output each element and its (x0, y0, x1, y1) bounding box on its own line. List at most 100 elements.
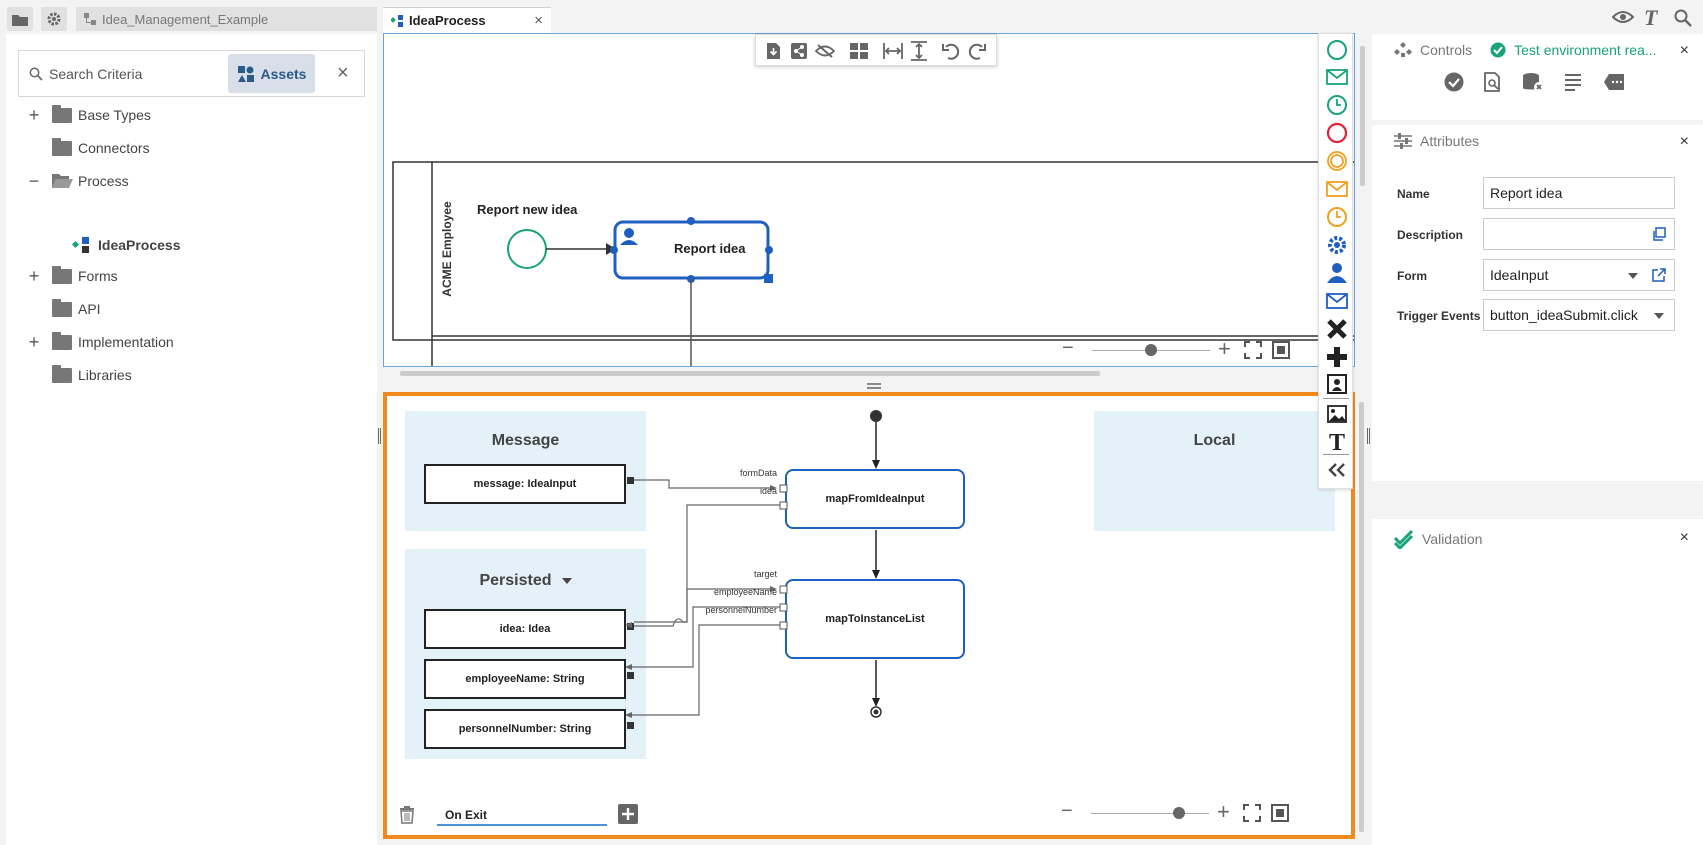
tag-icon[interactable] (1604, 74, 1624, 90)
persisted-header[interactable]: Persisted (405, 572, 646, 590)
process-canvas[interactable]: ACME Employee Report new idea Report ide… (383, 33, 1355, 367)
layout-button[interactable] (848, 41, 870, 61)
zoom-in-icon[interactable]: + (1217, 799, 1230, 824)
zoom-out-icon[interactable]: − (1061, 800, 1073, 822)
tree-item-ideaprocess[interactable]: IdeaProcess (72, 232, 181, 258)
start-event[interactable] (507, 229, 547, 269)
zoom-slider[interactable] (1145, 344, 1157, 356)
tab-on-exit[interactable]: On Exit (437, 802, 607, 826)
document-search-icon[interactable] (1484, 72, 1502, 92)
zoom-slider[interactable] (1173, 807, 1185, 819)
right-splitter-handle[interactable] (1367, 428, 1370, 444)
palette-message-intermediate[interactable] (1325, 177, 1349, 201)
search-icon[interactable] (1674, 9, 1692, 27)
tree-item-process[interactable]: − Process (24, 168, 129, 194)
palette-end-event[interactable] (1325, 121, 1349, 145)
text-style-icon[interactable]: T (1642, 6, 1662, 28)
download-button[interactable] (762, 41, 784, 61)
search-input[interactable] (49, 64, 224, 84)
envelope-icon (1326, 293, 1348, 309)
eye-icon[interactable] (1612, 10, 1634, 24)
map-from-idea-input-node[interactable]: mapFromIdeaInput (785, 469, 965, 529)
zoom-in-icon[interactable]: + (1218, 336, 1231, 361)
lane-icon (1327, 374, 1347, 394)
palette-timer-start[interactable] (1325, 93, 1349, 117)
palette-intermediate-event[interactable] (1325, 149, 1349, 173)
validate-icon[interactable] (1444, 72, 1464, 92)
message-item[interactable]: message: IdeaInput (424, 464, 626, 504)
palette-lane[interactable] (1325, 372, 1349, 396)
folder-button[interactable] (7, 7, 33, 31)
x-icon (1327, 319, 1347, 339)
form-select[interactable]: IdeaInput (1483, 259, 1675, 291)
tree-item-forms[interactable]: + Forms (24, 263, 118, 289)
palette-service-task[interactable] (1325, 233, 1349, 257)
palette-collapse[interactable] (1325, 458, 1349, 482)
list-icon[interactable] (1564, 73, 1582, 91)
task-label: Report idea (674, 241, 746, 256)
mapping-connections (625, 410, 882, 729)
redo-button[interactable] (966, 41, 988, 61)
palette-message-start[interactable] (1325, 65, 1349, 89)
expand-vertical-button[interactable] (908, 41, 930, 61)
tree-item-libraries[interactable]: Libraries (24, 362, 132, 388)
palette-exclusive-gateway[interactable] (1325, 317, 1349, 341)
palette-image[interactable] (1325, 402, 1349, 426)
tree-item-connectors[interactable]: Connectors (24, 135, 150, 161)
database-icon[interactable] (1522, 72, 1544, 92)
svg-text:T: T (1329, 430, 1345, 452)
fit-icon[interactable] (1243, 804, 1261, 822)
share-button[interactable] (788, 41, 810, 61)
folder-icon (52, 137, 72, 156)
map-to-instance-list-node[interactable]: mapToInstanceList (785, 579, 965, 659)
expand-horizontal-button[interactable] (882, 41, 904, 61)
data-mapping-canvas[interactable]: Message Persisted Local message: IdeaInp… (383, 392, 1355, 839)
palette-user-task[interactable] (1325, 261, 1349, 285)
tab-ideaprocess[interactable]: IdeaProcess × (383, 7, 551, 33)
fit-icon[interactable] (1244, 341, 1262, 359)
settings-button[interactable] (41, 7, 67, 31)
palette-send-task[interactable] (1325, 289, 1349, 313)
hide-button[interactable] (814, 41, 836, 61)
trigger-events-select[interactable]: button_ideaSubmit.click (1483, 299, 1675, 331)
element-palette: T (1318, 33, 1353, 489)
collapse-icon[interactable]: − (28, 170, 40, 191)
expand-icon[interactable]: + (28, 104, 40, 125)
horizontal-scrollbar[interactable] (400, 371, 1100, 376)
left-splitter-handle[interactable] (378, 428, 381, 444)
tree-item-implementation[interactable]: + Implementation (24, 329, 174, 355)
trash-icon[interactable] (399, 806, 415, 824)
persisted-title: Persisted (479, 572, 552, 589)
expand-icon[interactable]: + (28, 331, 40, 352)
tree-item-api[interactable]: API (24, 296, 101, 322)
zoom-out-icon[interactable]: − (1062, 337, 1074, 359)
palette-parallel-gateway[interactable] (1325, 345, 1349, 369)
undo-button[interactable] (940, 41, 962, 61)
description-field[interactable] (1483, 218, 1675, 250)
palette-timer-intermediate[interactable] (1325, 205, 1349, 229)
vertical-scrollbar[interactable] (1359, 402, 1364, 832)
palette-start-event[interactable] (1325, 38, 1349, 62)
close-attributes-icon[interactable]: × (1679, 133, 1689, 150)
assets-button[interactable]: Assets (228, 54, 315, 93)
persisted-item-employee-name[interactable]: employeeName: String (424, 659, 626, 699)
close-validation-icon[interactable]: × (1679, 529, 1689, 546)
trigger-events-label: Trigger Events (1397, 309, 1481, 323)
tree-item-base-types[interactable]: + Base Types (24, 102, 151, 128)
clear-search-icon[interactable]: × (337, 62, 349, 84)
external-link-icon[interactable] (1652, 268, 1666, 282)
persisted-item-idea[interactable]: idea: Idea (424, 609, 626, 649)
project-tab[interactable]: Idea_Management_Example (76, 7, 377, 31)
add-tab-icon[interactable] (618, 804, 638, 824)
expand-icon[interactable]: + (28, 265, 40, 286)
name-field[interactable]: Report idea (1483, 177, 1675, 209)
persisted-item-personnel-number[interactable]: personnelNumber: String (424, 709, 626, 749)
splitter-handle[interactable] (867, 383, 881, 389)
vertical-scrollbar[interactable] (1360, 46, 1365, 186)
close-controls-icon[interactable]: × (1679, 42, 1689, 59)
frame-icon[interactable] (1272, 341, 1290, 359)
close-tab-icon[interactable]: × (534, 12, 543, 29)
palette-text[interactable]: T (1325, 429, 1349, 453)
open-editor-icon[interactable] (1652, 227, 1666, 241)
frame-icon[interactable] (1271, 804, 1289, 822)
